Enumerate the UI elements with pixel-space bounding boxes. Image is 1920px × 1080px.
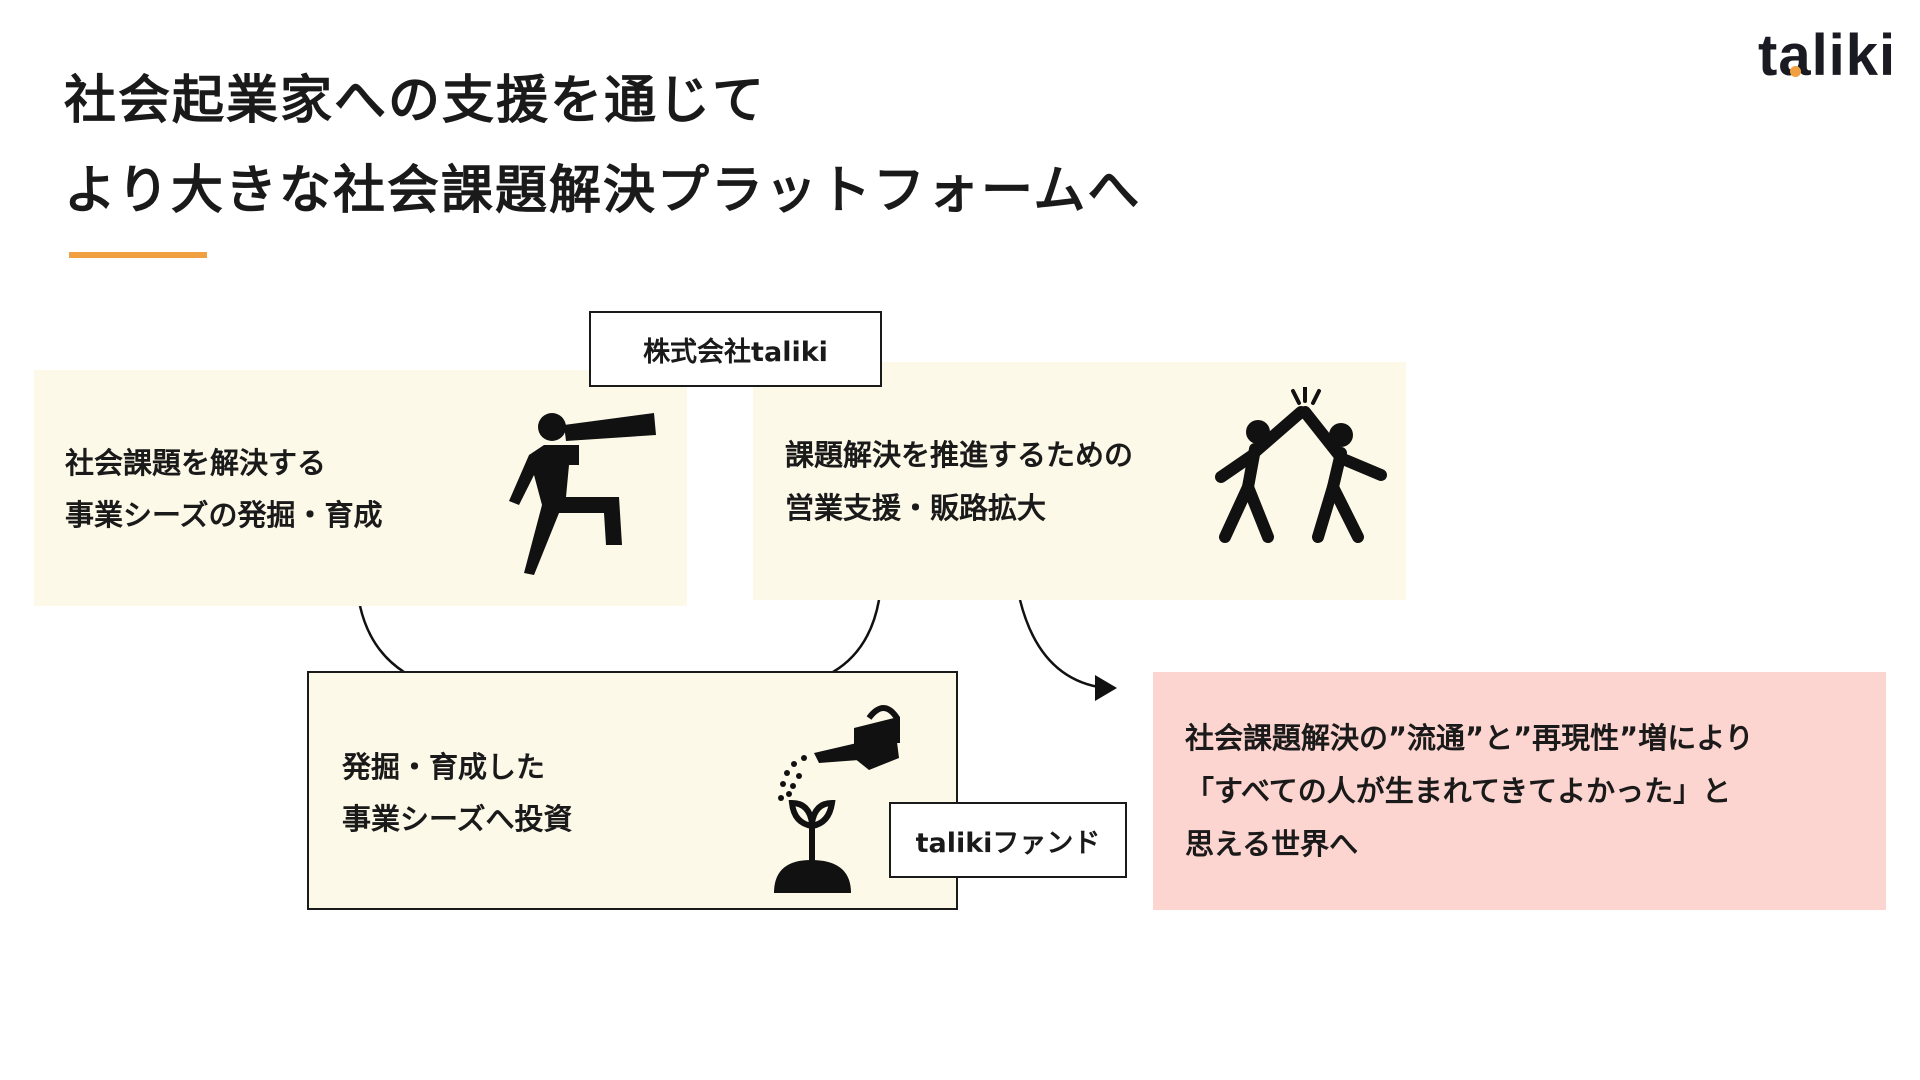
invest-box: 発掘・育成した 事業シーズへ投資: [307, 671, 958, 910]
right-arc: [832, 599, 881, 674]
company-tag: 株式会社taliki: [589, 311, 882, 387]
logo-dot: [1790, 66, 1801, 77]
page-title-line2: より大きな社会課題解決プラットフォームへ: [64, 161, 1142, 221]
vision-box: 社会課題解決の”流通”と”再現性”増により 「すべての人が生まれてきてよかった」…: [1153, 672, 1886, 910]
telescope-person-icon: [509, 413, 656, 575]
invest-text-2: 事業シーズへ投資: [342, 802, 573, 836]
support-box: 課題解決を推進するための 営業支援・販路拡大: [753, 362, 1406, 600]
support-text-1: 課題解決を推進するための: [785, 438, 1134, 472]
discover-text-2: 事業シーズの発掘・育成: [65, 498, 383, 532]
taliki-logo: taliki: [1758, 23, 1897, 88]
left-arc: [358, 605, 405, 674]
arrow-head: [1095, 675, 1117, 701]
invest-text-1: 発掘・育成した: [342, 750, 546, 784]
vision-arrow: [1018, 599, 1106, 690]
fund-tag: talikiファンド: [889, 802, 1127, 878]
discover-text-1: 社会課題を解決する: [65, 446, 327, 480]
discover-box: 社会課題を解決する 事業シーズの発掘・育成: [34, 370, 687, 606]
vision-text-1: 社会課題解決の”流通”と”再現性”増により: [1185, 721, 1754, 755]
page-title-line1: 社会起業家への支援を通じて: [64, 71, 767, 131]
vision-text-2: 「すべての人が生まれてきてよかった」と: [1185, 774, 1732, 808]
watering-sprout-icon: [774, 705, 900, 893]
high-five-icon: [1215, 387, 1387, 543]
support-text-2: 営業支援・販路拡大: [785, 491, 1047, 525]
vision-text-3: 思える世界へ: [1185, 827, 1359, 861]
title-underline: [69, 252, 207, 258]
